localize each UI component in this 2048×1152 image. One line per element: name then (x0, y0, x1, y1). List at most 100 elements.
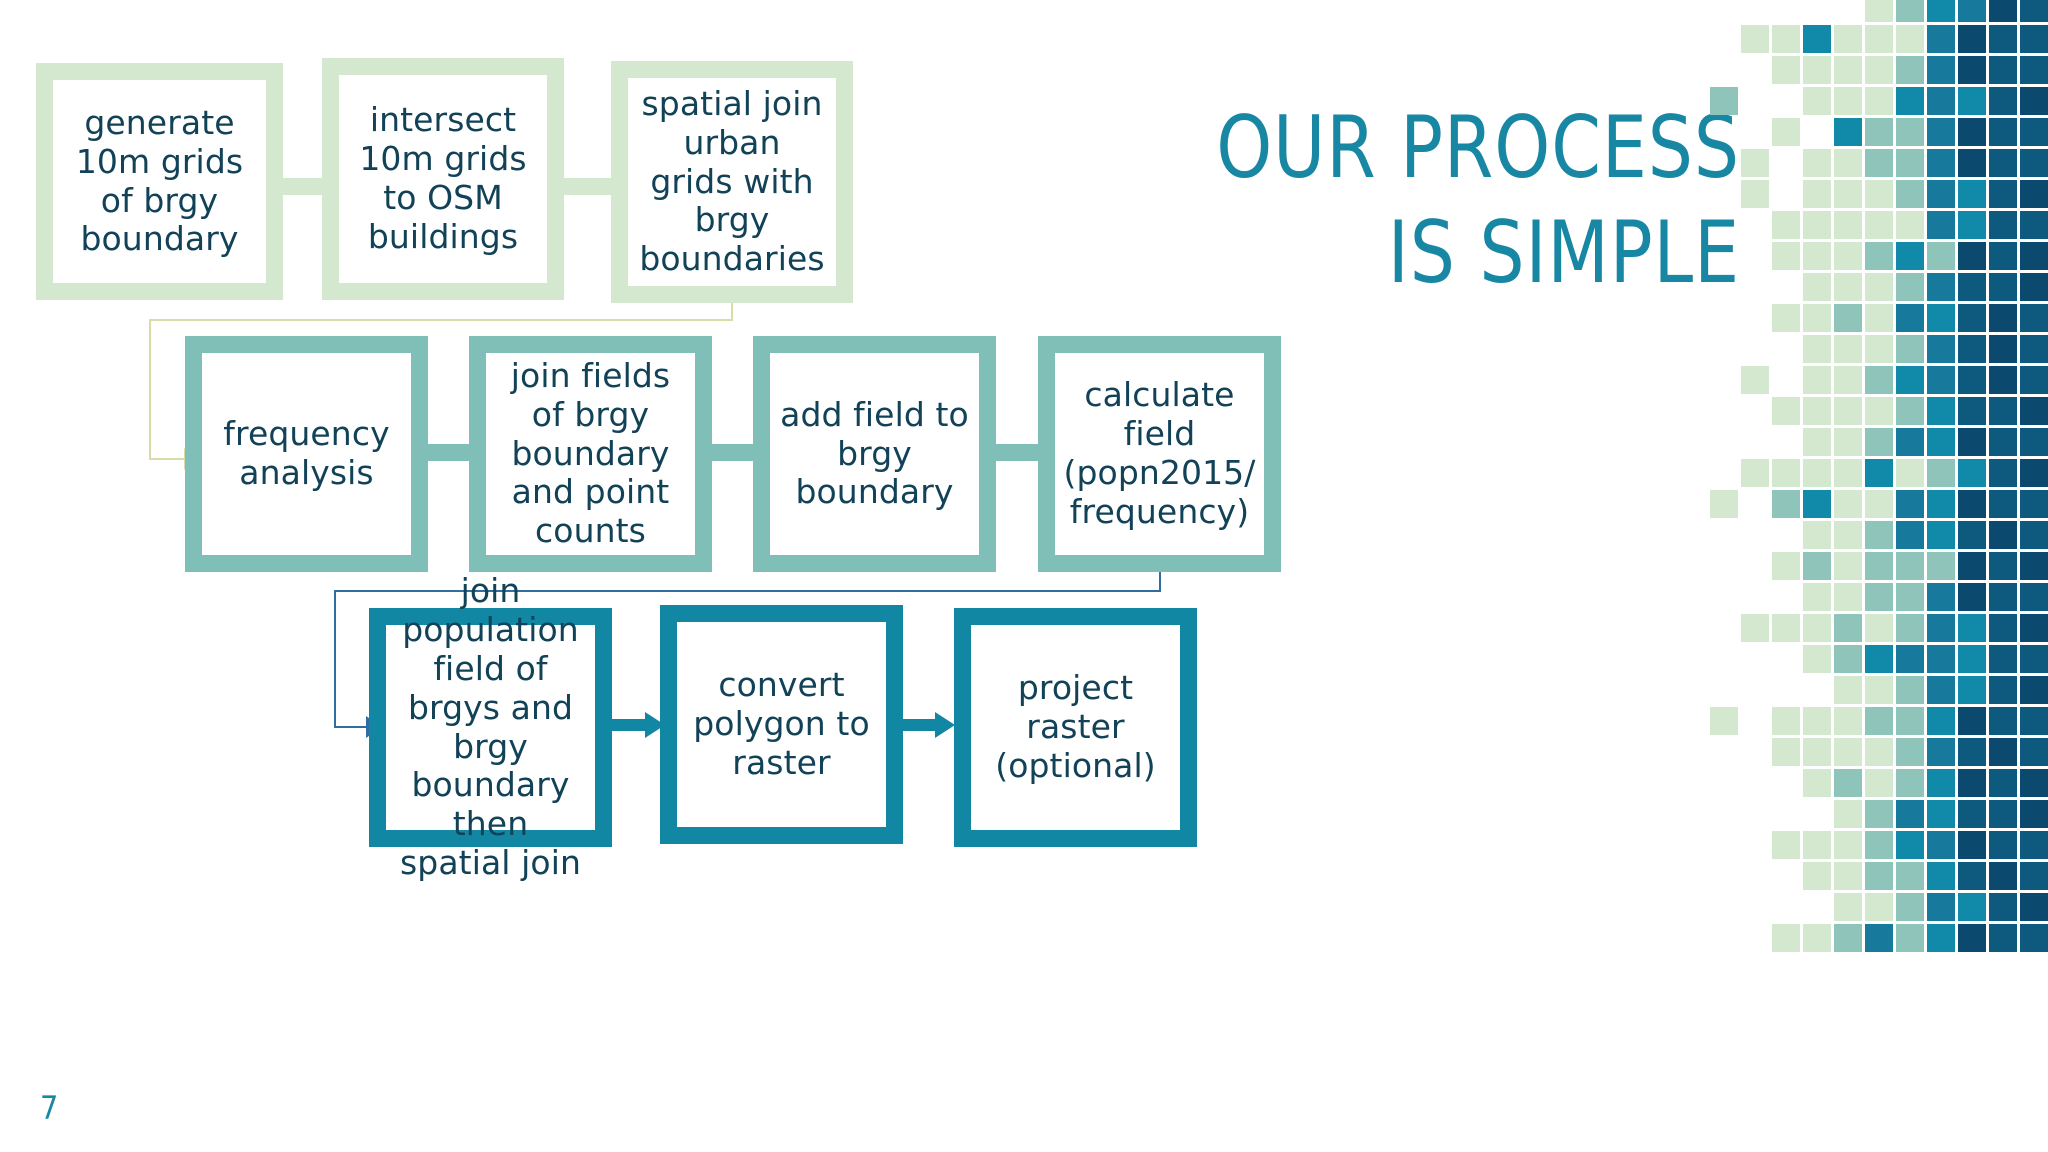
flow-box-intersect-grids[interactable]: intersect 10m grids to OSM buildings (322, 58, 564, 300)
mosaic-cell (1896, 552, 1924, 580)
mosaic-cell (1896, 490, 1924, 518)
mosaic-cell (1927, 273, 1955, 301)
mosaic-cell (1896, 831, 1924, 859)
mosaic-cell (1803, 583, 1831, 611)
mosaic-cell (1772, 242, 1800, 270)
mosaic-cell (1865, 459, 1893, 487)
connector-row2-to-row3-horizontal (334, 590, 1161, 592)
mosaic-cell (2020, 397, 2048, 425)
connector-row1-box2-box3 (563, 178, 613, 195)
mosaic-cell (1896, 800, 1924, 828)
mosaic-cell (1927, 242, 1955, 270)
mosaic-cell (1803, 397, 1831, 425)
mosaic-cell (1958, 583, 1986, 611)
mosaic-cell (2020, 180, 2048, 208)
connector-row3-box1-box2-line (612, 719, 648, 731)
flow-box-generate-grids[interactable]: generate 10m grids of brgy boundary (36, 63, 283, 300)
mosaic-cell (1958, 490, 1986, 518)
mosaic-cell (1927, 831, 1955, 859)
flow-box-label: generate 10m grids of brgy boundary (75, 102, 244, 259)
mosaic-cell (1989, 56, 2017, 84)
mosaic-cell (1772, 614, 1800, 642)
mosaic-cell (1927, 428, 1955, 456)
mosaic-cell (1958, 397, 1986, 425)
flow-box-join-population[interactable]: join population field of brgys and brgy … (369, 571, 612, 882)
connector-row2-to-row3-arrow-stem (334, 726, 368, 728)
mosaic-cell (1834, 397, 1862, 425)
mosaic-cell (1741, 25, 1769, 53)
mosaic-cell (1896, 459, 1924, 487)
mosaic-cell (1896, 893, 1924, 921)
flow-box-join-fields[interactable]: join fields of brgy boundary and point c… (469, 336, 712, 572)
mosaic-cell (1989, 428, 2017, 456)
flow-box-project-raster[interactable]: project raster (optional) (954, 608, 1197, 847)
mosaic-cell (1958, 862, 1986, 890)
mosaic-cell (1989, 614, 2017, 642)
mosaic-cell (1896, 87, 1924, 115)
flow-box-label: join population field of brgys and brgy … (400, 570, 581, 883)
flow-box-label: calculate field (popn2015/ frequency) (1063, 375, 1256, 531)
mosaic-cell (1958, 304, 1986, 332)
mosaic-cell (1958, 738, 1986, 766)
flow-box-convert-polygon[interactable]: convert polygon to raster (660, 605, 903, 844)
mosaic-cell (1989, 273, 2017, 301)
mosaic-cell (1772, 552, 1800, 580)
page-title-line-1: OUR PROCESS (1216, 98, 1740, 198)
flow-box-add-field[interactable]: add field to brgy boundary (753, 336, 996, 572)
flow-box-calculate-field[interactable]: calculate field (popn2015/ frequency) (1038, 336, 1281, 572)
mosaic-cell (1865, 707, 1893, 735)
connector-row2-box3-box4 (992, 444, 1042, 461)
mosaic-cell (1896, 645, 1924, 673)
mosaic-cell (1958, 428, 1986, 456)
connector-row1-to-row2-horizontal (149, 319, 733, 321)
mosaic-cell (1927, 211, 1955, 239)
mosaic-cell (2020, 149, 2048, 177)
page-title: OUR PROCESS IS SIMPLE (1170, 96, 1740, 306)
mosaic-cell (1834, 25, 1862, 53)
mosaic-cell (1958, 707, 1986, 735)
mosaic-cell (1803, 335, 1831, 363)
mosaic-cell (1989, 25, 2017, 53)
mosaic-cell (1958, 366, 1986, 394)
mosaic-cell (1865, 211, 1893, 239)
connector-row3-box2-box3-line (902, 719, 938, 731)
mosaic-cell (1989, 211, 2017, 239)
connector-row2-box2-box3 (708, 444, 758, 461)
flow-box-frequency-analysis[interactable]: frequency analysis (185, 336, 428, 572)
mosaic-cell (1989, 862, 2017, 890)
mosaic-cell (1927, 56, 1955, 84)
mosaic-cell (1896, 676, 1924, 704)
connector-row2-to-row3-vertical-left (334, 590, 336, 728)
mosaic-cell (1803, 87, 1831, 115)
mosaic-cell (1958, 521, 1986, 549)
mosaic-cell (1803, 645, 1831, 673)
connector-row2-to-row3-vertical-right (1159, 572, 1161, 592)
mosaic-cell (1927, 304, 1955, 332)
mosaic-cell (1834, 118, 1862, 146)
mosaic-cell (1803, 56, 1831, 84)
mosaic-cell (1865, 645, 1893, 673)
mosaic-cell (1927, 397, 1955, 425)
mosaic-cell (1834, 924, 1862, 952)
flow-box-label: intersect 10m grids to OSM buildings (359, 100, 527, 256)
mosaic-cell (1865, 118, 1893, 146)
mosaic-cell (1989, 924, 2017, 952)
mosaic-cell (1803, 273, 1831, 301)
mosaic-cell (1803, 490, 1831, 518)
mosaic-cell (1834, 211, 1862, 239)
mosaic-cell (2020, 552, 2048, 580)
mosaic-cell (1927, 800, 1955, 828)
flow-box-spatial-join-urban[interactable]: spatial join urban grids with brgy bound… (611, 61, 853, 303)
mosaic-cell (1989, 459, 2017, 487)
mosaic-cell (1834, 707, 1862, 735)
mosaic-cell (1865, 87, 1893, 115)
mosaic-cell (2020, 273, 2048, 301)
mosaic-cell (1803, 180, 1831, 208)
mosaic-cell (2020, 87, 2048, 115)
mosaic-cell (1803, 552, 1831, 580)
mosaic-cell (1896, 180, 1924, 208)
decorative-pixel-mosaic (1710, 0, 2048, 1152)
mosaic-cell (1834, 583, 1862, 611)
mosaic-cell (1896, 56, 1924, 84)
mosaic-cell (1896, 0, 1924, 22)
